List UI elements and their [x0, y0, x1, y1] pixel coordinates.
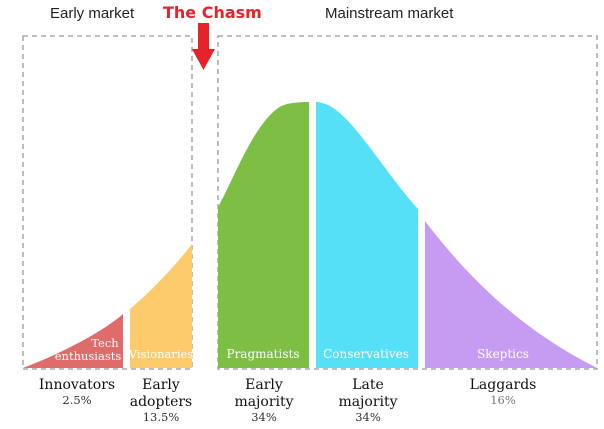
- early-majority-name-line2: majority: [234, 394, 293, 410]
- segment-late-majority: [316, 102, 418, 368]
- early-majority-name-line1: Early: [245, 377, 283, 393]
- chasm-arrow-icon: [192, 23, 215, 70]
- innovators-name: Innovators: [39, 377, 115, 393]
- early-majority-percent: 34%: [251, 410, 277, 424]
- segment-early-majority: [218, 102, 309, 368]
- innovators-inner-label-line1: Tech: [91, 336, 119, 350]
- innovators-percent: 2.5%: [62, 393, 91, 407]
- early-market-heading: Early market: [50, 5, 135, 22]
- mainstream-market-frame: [217, 35, 598, 370]
- innovators-inner-label-line2: enthusiasts: [55, 349, 122, 363]
- early-market-frame: [22, 35, 193, 370]
- laggards-percent: 16%: [490, 393, 516, 407]
- segment-early-adopters: [130, 244, 192, 368]
- mainstream-market-heading: Mainstream market: [325, 5, 454, 22]
- late-majority-name-line2: majority: [338, 394, 397, 410]
- laggards-inner-label: Skeptics: [477, 347, 529, 361]
- chasm-heading: The Chasm: [163, 3, 262, 22]
- late-majority-percent: 34%: [355, 410, 381, 424]
- early-adopters-name-line2: adopters: [130, 394, 193, 410]
- segment-innovators: [23, 314, 123, 368]
- early-adopters-inner-label: Visionaries: [128, 347, 194, 361]
- early-adopters-percent: 13.5%: [143, 410, 180, 424]
- early-adopters-name-line1: Early: [142, 377, 180, 393]
- early-majority-inner-label: Pragmatists: [227, 347, 300, 361]
- laggards-name: Laggards: [470, 377, 537, 393]
- segment-laggards: [425, 221, 597, 368]
- late-majority-inner-label: Conservatives: [323, 347, 409, 361]
- late-majority-name-line1: Late: [352, 377, 384, 393]
